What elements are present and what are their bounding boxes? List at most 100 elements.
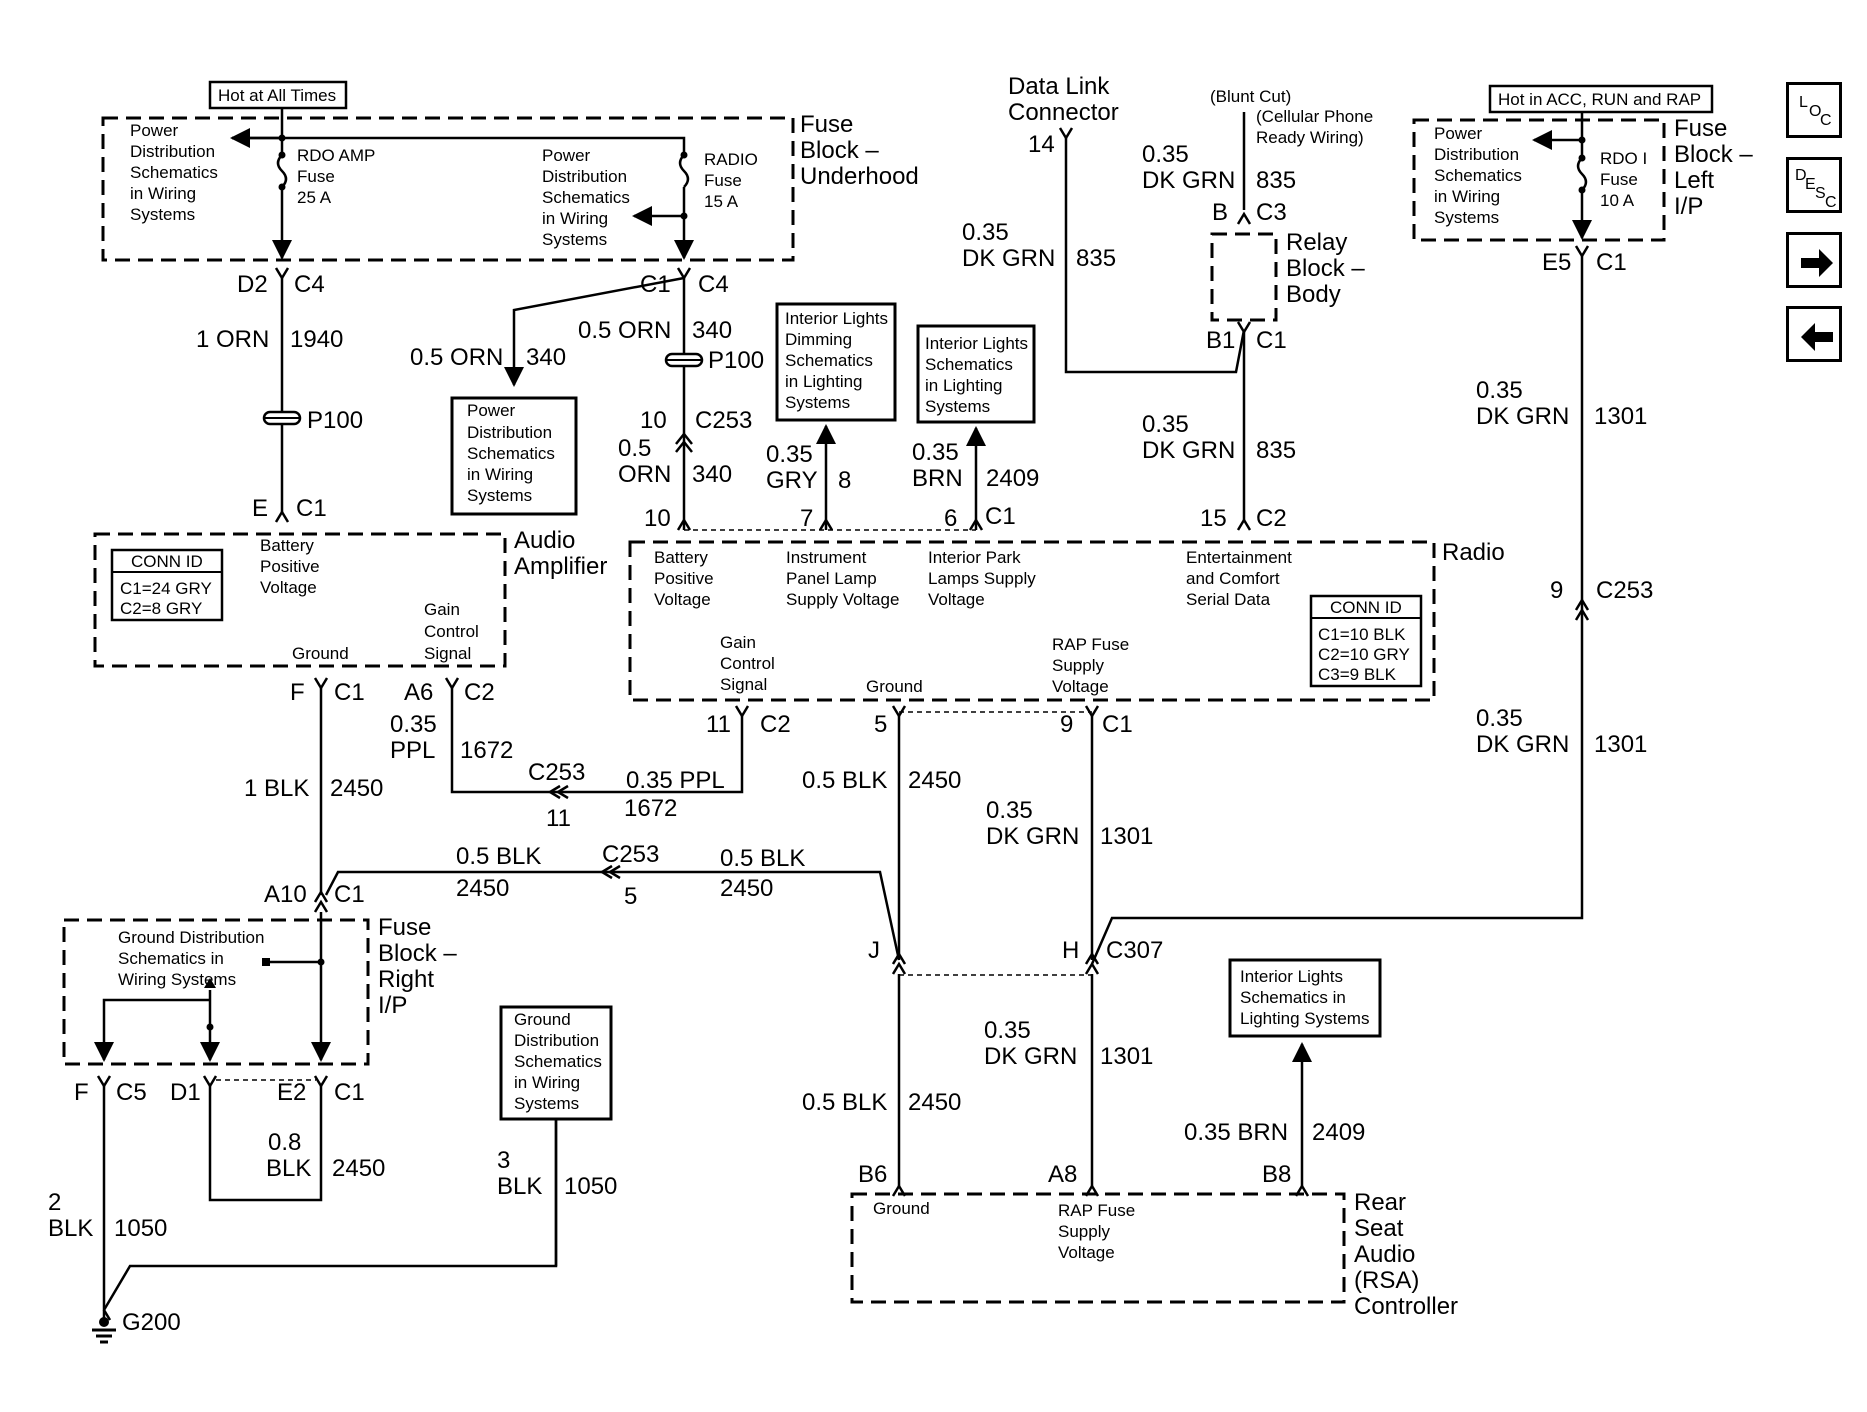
wire-340b-size: 0.5 ORN bbox=[578, 317, 671, 344]
svg-text:Power: Power bbox=[542, 146, 591, 165]
c253-label-b: C253 bbox=[528, 759, 585, 786]
amp-title-1: Audio bbox=[514, 527, 575, 554]
svg-text:Supply: Supply bbox=[1052, 656, 1104, 675]
svg-text:Interior Lights: Interior Lights bbox=[785, 309, 888, 328]
wire-2409a-num: 2409 bbox=[986, 465, 1039, 492]
dlc-title-1: Data Link bbox=[1008, 73, 1110, 100]
svg-text:Gain: Gain bbox=[424, 600, 460, 619]
svg-text:Distribution: Distribution bbox=[1434, 145, 1519, 164]
fbr-pin-e2: E2 bbox=[277, 1079, 306, 1106]
wire-1301d-num: 1301 bbox=[1594, 731, 1647, 758]
svg-text:D: D bbox=[1795, 167, 1807, 184]
amp-pin-a6: A6 bbox=[404, 679, 433, 706]
radio-title: Radio bbox=[1442, 539, 1505, 566]
wire-340c-num: 340 bbox=[692, 461, 732, 488]
pin-c1-amp: C1 bbox=[296, 495, 327, 522]
radio-pin-ipk-label: Interior Park Lamps Supply Voltage bbox=[928, 548, 1036, 609]
fbr-pin-d1: D1 bbox=[170, 1079, 201, 1106]
svg-text:Fuse: Fuse bbox=[297, 167, 335, 186]
svg-text:Dimming: Dimming bbox=[785, 330, 852, 349]
svg-text:Fuse: Fuse bbox=[704, 171, 742, 190]
radio-pin-batt-label: Battery Positive Voltage bbox=[654, 548, 714, 609]
rsa-controller: Ground RAP Fuse Supply Voltage Rear Seat… bbox=[850, 1189, 1458, 1320]
wire-1301c-size-1: 0.35 bbox=[1476, 377, 1523, 404]
wire-2409a-size-1: 0.35 bbox=[912, 439, 959, 466]
wire-340a-size: 0.5 ORN bbox=[410, 344, 503, 371]
svg-text:Interior Lights: Interior Lights bbox=[1240, 967, 1343, 986]
svg-text:C1=10 BLK: C1=10 BLK bbox=[1318, 625, 1406, 644]
wire-1050a-size-2: BLK bbox=[48, 1215, 93, 1242]
wire-2450c-num: 2450 bbox=[456, 875, 509, 902]
svg-text:Panel Lamp: Panel Lamp bbox=[786, 569, 877, 588]
interior-lights-box[interactable]: Interior Lights Schematics in Lighting S… bbox=[916, 324, 1036, 424]
svg-text:Ground Distribution: Ground Distribution bbox=[118, 928, 264, 947]
wire-2450e-size: 0.5 BLK bbox=[802, 1089, 887, 1116]
fbr-title-4: I/P bbox=[378, 992, 407, 1019]
fuse-block-underhood: Hot at All Times Fuse Block – Underhood … bbox=[101, 80, 919, 262]
ground-label: G200 bbox=[122, 1309, 181, 1336]
fbl-title-4: I/P bbox=[1674, 193, 1703, 220]
fbl-title-3: Left bbox=[1674, 167, 1714, 194]
rdo-i-fuse-label: RDO I Fuse 10 A bbox=[1600, 149, 1647, 210]
back-button[interactable] bbox=[1786, 306, 1842, 362]
svg-text:25 A: 25 A bbox=[297, 188, 332, 207]
svg-text:RAP Fuse: RAP Fuse bbox=[1052, 635, 1129, 654]
svg-text:RAP Fuse: RAP Fuse bbox=[1058, 1201, 1135, 1220]
amp-conn-id: CONN ID C1=24 GRY C2=8 GRY bbox=[110, 548, 224, 622]
wire-2450f-num: 2450 bbox=[332, 1155, 385, 1182]
ground-distribution-box[interactable]: Ground Distribution Schematics in Wiring… bbox=[499, 1005, 613, 1121]
c253-pin-11: 11 bbox=[546, 805, 571, 832]
svg-text:Schematics: Schematics bbox=[1434, 166, 1522, 185]
svg-text:Distribution: Distribution bbox=[542, 167, 627, 186]
splice-p100-left bbox=[262, 410, 302, 426]
ground-g200-icon bbox=[92, 1317, 116, 1344]
wire-835b-size-1: 0.35 bbox=[1142, 141, 1189, 168]
svg-text:in Wiring: in Wiring bbox=[467, 465, 533, 484]
wire-1672a-size-2: PPL bbox=[390, 737, 435, 764]
radio-c1-bottom: C1 bbox=[1102, 711, 1133, 738]
wire-1672b-num: 1672 bbox=[624, 795, 677, 822]
desc-button[interactable]: D E S C bbox=[1786, 157, 1842, 213]
wire-2409a-size-2: BRN bbox=[912, 465, 963, 492]
svg-text:Schematics: Schematics bbox=[542, 188, 630, 207]
fbr-title-3: Right bbox=[378, 966, 434, 993]
svg-text:Systems: Systems bbox=[542, 230, 607, 249]
wire-2450f-size-1: 0.8 bbox=[268, 1129, 301, 1156]
wire-8-num: 8 bbox=[838, 467, 851, 494]
svg-text:Distribution: Distribution bbox=[514, 1031, 599, 1050]
relay-c3: C3 bbox=[1256, 199, 1287, 226]
c253-pin-10: 10 bbox=[640, 407, 667, 434]
wire-1301a-size-2: DK GRN bbox=[986, 823, 1079, 850]
rsa-title-1: Rear bbox=[1354, 1189, 1406, 1216]
amp-c2-bottom: C2 bbox=[464, 679, 495, 706]
svg-text:Systems: Systems bbox=[925, 397, 990, 416]
svg-text:Voltage: Voltage bbox=[1058, 1243, 1115, 1262]
fbr-c1-bottom: C1 bbox=[334, 1079, 365, 1106]
interior-lights-rsa-box[interactable]: Interior Lights Schematics in Lighting S… bbox=[1228, 958, 1382, 1038]
rsa-title-2: Seat bbox=[1354, 1215, 1404, 1242]
pin-d2: D2 bbox=[237, 271, 268, 298]
svg-text:Voltage: Voltage bbox=[928, 590, 985, 609]
fbu-title-3: Underhood bbox=[800, 163, 919, 190]
wire-1672a-size-1: 0.35 bbox=[390, 711, 437, 738]
pds-box[interactable]: Power Distribution Schematics in Wiring … bbox=[450, 396, 578, 516]
interior-lights-dimming-box[interactable]: Interior Lights Dimming Schematics in Li… bbox=[775, 302, 897, 422]
svg-text:Schematics in: Schematics in bbox=[118, 949, 224, 968]
amp-title-2: Amplifier bbox=[514, 553, 607, 580]
svg-text:Serial Data: Serial Data bbox=[1186, 590, 1271, 609]
wire-1050b-size-1: 3 bbox=[497, 1147, 510, 1174]
wire-1940-num: 1940 bbox=[290, 326, 343, 353]
hot-at-all-times-label: Hot at All Times bbox=[218, 86, 336, 105]
wire-8-size-1: 0.35 bbox=[766, 441, 813, 468]
loc-button[interactable]: L O C bbox=[1786, 82, 1842, 138]
dlc-pin-14: 14 bbox=[1028, 131, 1055, 158]
fbr-pin-f: F bbox=[74, 1079, 89, 1106]
svg-text:Systems: Systems bbox=[1434, 208, 1499, 227]
rdo-amp-fuse-label: RDO AMP Fuse 25 A bbox=[297, 146, 375, 207]
c253-label-d: C253 bbox=[1596, 577, 1653, 604]
svg-text:Schematics in: Schematics in bbox=[1240, 988, 1346, 1007]
svg-text:RDO AMP: RDO AMP bbox=[297, 146, 375, 165]
forward-button[interactable] bbox=[1786, 232, 1842, 288]
wire-2450f-size-2: BLK bbox=[266, 1155, 311, 1182]
radio-conn-id: CONN ID C1=10 BLK C2=10 GRY C3=9 BLK bbox=[1309, 594, 1423, 688]
